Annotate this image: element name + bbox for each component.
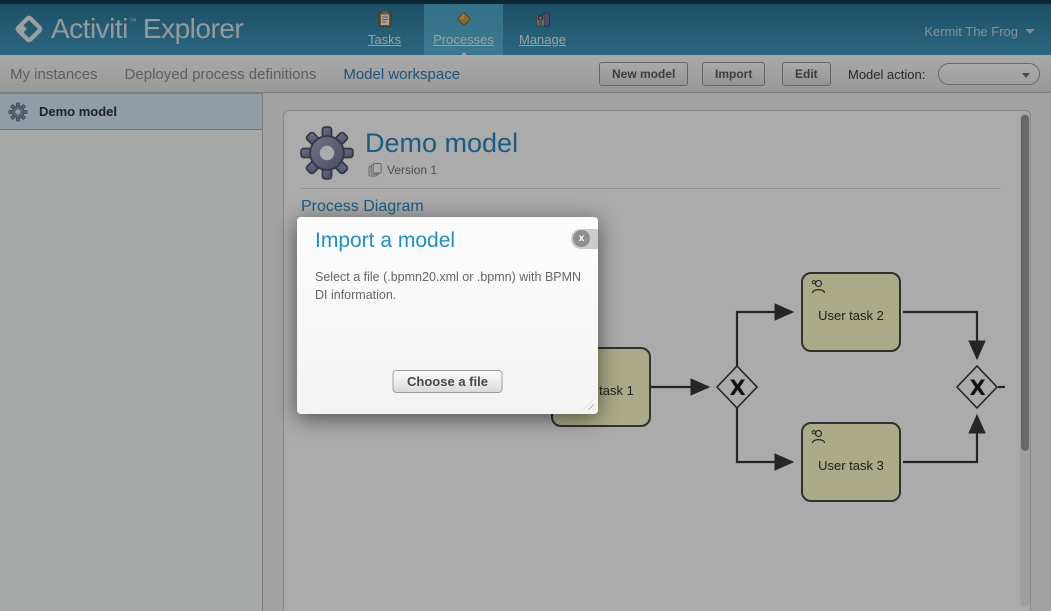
process-diagram: X X — [651, 303, 1005, 471]
tab-manage-label: Manage — [519, 32, 566, 47]
task-label: User task 2 — [818, 307, 884, 323]
dropdown-arrow-icon — [1022, 73, 1030, 78]
flow-gateway1-task2 — [735, 303, 795, 366]
user-icon — [811, 429, 826, 444]
clipboard-icon — [378, 11, 391, 27]
nav-links: My instances Deployed process definition… — [10, 55, 460, 93]
choose-file-button[interactable]: Choose a file — [392, 370, 503, 393]
gateway-x-label: X — [730, 376, 746, 400]
tab-tasks-label: Tasks — [367, 32, 402, 47]
exclusive-gateway-join — [955, 364, 999, 410]
model-gear-icon — [300, 126, 354, 180]
resize-handle-icon[interactable] — [583, 399, 594, 410]
chevron-down-icon — [1025, 29, 1035, 34]
tab-processes-label: Processes — [433, 32, 494, 47]
logo-text-2: Explorer — [142, 13, 244, 44]
nav-my-instances[interactable]: My instances — [10, 65, 98, 83]
flow-gateway1-task3 — [735, 408, 795, 471]
edit-button[interactable]: Edit — [782, 62, 831, 86]
scrollbar-thumb[interactable] — [1021, 115, 1029, 451]
model-action-select[interactable] — [938, 63, 1040, 85]
sidebar-item-label: Demo model — [39, 104, 118, 119]
logo-trademark: ™ — [128, 17, 137, 26]
new-model-button[interactable]: New model — [599, 62, 689, 86]
flow-task3-gateway2 — [903, 413, 986, 464]
tab-processes[interactable]: Processes — [424, 4, 503, 59]
diamond-icon — [456, 11, 471, 27]
user-menu[interactable]: Kermit The Frog — [924, 24, 1035, 39]
user-task-2: User task 2 — [801, 272, 901, 352]
import-model-dialog: Import a model x Select a file (.bpmn20.… — [297, 217, 598, 414]
toolbox-icon — [535, 12, 550, 27]
logo-text-1: Activiti — [51, 13, 128, 44]
gateway-x-label: X — [970, 376, 986, 400]
user-name: Kermit The Frog — [924, 24, 1018, 39]
panel-scrollbar[interactable] — [1020, 113, 1030, 607]
dialog-title: Import a model — [315, 229, 456, 252]
model-list-sidebar: Demo model — [0, 93, 263, 611]
sidebar-item-demo-model[interactable]: Demo model — [0, 93, 262, 130]
dialog-close-button[interactable]: x — [571, 229, 598, 249]
tab-tasks[interactable]: Tasks — [345, 4, 424, 59]
task-label: User task 3 — [818, 457, 884, 473]
divider — [301, 188, 1001, 189]
close-icon: x — [573, 230, 590, 247]
dialog-body-text: Select a file (.bpmn20.xml or .bpmn) wit… — [315, 270, 582, 302]
activiti-logo-icon — [15, 15, 43, 43]
tab-manage[interactable]: Manage — [503, 4, 582, 59]
exclusive-gateway-split — [715, 364, 759, 410]
user-icon — [811, 279, 826, 294]
version-label: Version 1 — [387, 163, 438, 177]
nav-deployed-definitions[interactable]: Deployed process definitions — [124, 65, 317, 83]
process-diagram-heading: Process Diagram — [301, 198, 424, 215]
flow-task2-gateway2 — [903, 310, 986, 361]
main-tabs: Tasks Processes Manage — [345, 4, 582, 59]
copy-icon — [368, 163, 382, 177]
secondary-nav: My instances Deployed process definition… — [0, 55, 1051, 93]
import-button[interactable]: Import — [702, 62, 766, 86]
nav-model-workspace[interactable]: Model workspace — [343, 65, 461, 83]
gear-icon — [8, 102, 28, 122]
model-action-label: Model action: — [848, 67, 926, 82]
version-row: Version 1 — [368, 163, 437, 177]
page-title: Demo model — [365, 128, 519, 158]
user-task-3: User task 3 — [801, 422, 901, 502]
